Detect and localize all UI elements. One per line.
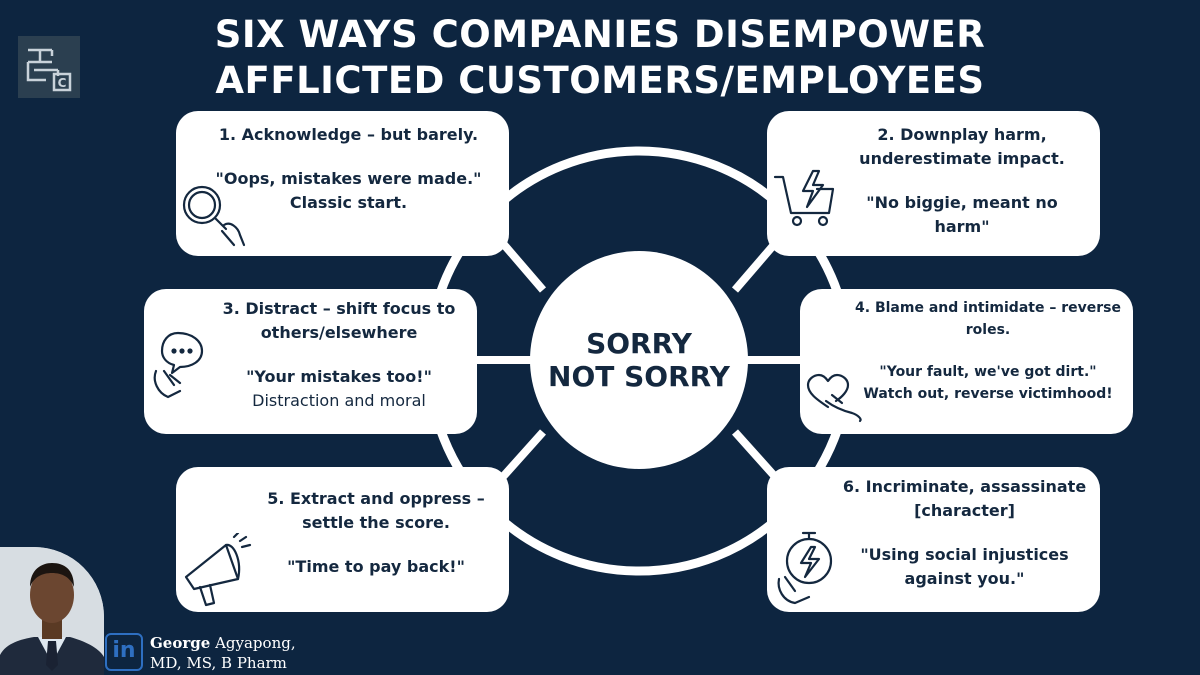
card-2-heading-2: underestimate impact. xyxy=(859,149,1065,168)
spoke-2 xyxy=(731,237,782,293)
card-5-heading-1: 5. Extract and oppress – xyxy=(267,489,485,508)
card-1: 1. Acknowledge – but barely. "Oops, mist… xyxy=(176,111,509,256)
linkedin-icon[interactable]: in xyxy=(105,633,143,671)
card-3-note: Distraction and moral xyxy=(252,391,426,410)
spoke-6 xyxy=(732,429,781,483)
hub-line-1: SORRY xyxy=(586,327,692,360)
chat-hand-icon xyxy=(153,331,204,399)
card-3: 3. Distract – shift focus to others/else… xyxy=(144,289,477,434)
card-2-heading-1: 2. Downplay harm, xyxy=(877,125,1047,144)
center-hub: SORRY NOT SORRY xyxy=(530,251,748,469)
card-1-note: Classic start. xyxy=(289,193,408,212)
page-title: SIX WAYS COMPANIES DISEMPOWER AFFLICTED … xyxy=(0,12,1200,104)
card-6-heading-2: [character] xyxy=(914,501,1015,520)
author-last-name: Agyapong, xyxy=(215,634,296,652)
cart-lightning-icon xyxy=(773,169,835,227)
title-line-2: AFFLICTED CUSTOMERS/EMPLOYEES xyxy=(215,59,985,102)
card-6-heading-1: 6. Incriminate, assassinate xyxy=(842,477,1087,496)
card-6: 6. Incriminate, assassinate [character] … xyxy=(767,467,1100,612)
hub-line-2: NOT SORRY xyxy=(548,360,730,393)
card-4-note: Watch out, reverse victimhood! xyxy=(863,386,1113,402)
card-3-heading-2: others/elsewhere xyxy=(260,323,418,342)
card-4: 4. Blame and intimidate – reverse roles.… xyxy=(800,289,1133,434)
card-6-quote-2: against you." xyxy=(904,569,1025,588)
stopwatch-lightning-icon xyxy=(777,531,833,605)
spoke-5 xyxy=(497,429,546,483)
author-credit: George Agyapong, MD, MS, B Pharm xyxy=(150,633,296,673)
author-credentials: MD, MS, B Pharm xyxy=(150,654,287,672)
card-2: 2. Downplay harm, underestimate impact. … xyxy=(767,111,1100,256)
svg-text:C: C xyxy=(58,76,67,90)
card-1-heading: 1. Acknowledge – but barely. xyxy=(218,125,479,144)
spoke-1 xyxy=(496,237,547,293)
circuit-logo-icon: C xyxy=(26,48,72,92)
card-5-quote: "Time to pay back!" xyxy=(287,557,465,576)
card-3-heading-1: 3. Distract – shift focus to xyxy=(222,299,456,318)
card-1-quote: "Oops, mistakes were made." xyxy=(215,169,482,188)
megaphone-icon xyxy=(184,533,252,607)
card-6-quote-1: "Using social injustices xyxy=(860,545,1069,564)
card-4-heading-1: 4. Blame and intimidate – reverse xyxy=(855,300,1121,316)
card-2-quote: "No biggie, meant no harm" xyxy=(866,193,1058,236)
title-line-1: SIX WAYS COMPANIES DISEMPOWER xyxy=(214,13,986,56)
portrait-image xyxy=(0,547,104,675)
card-4-heading-2: roles. xyxy=(965,322,1011,338)
author-photo xyxy=(0,547,104,675)
brand-logo: C xyxy=(18,36,80,98)
heart-hand-icon xyxy=(806,373,862,423)
card-4-quote: "Your fault, we've got dirt." xyxy=(879,364,1097,380)
card-5-heading-2: settle the score. xyxy=(302,513,450,532)
card-3-quote: "Your mistakes too!" xyxy=(246,367,432,386)
magnifier-hand-icon xyxy=(182,185,246,247)
author-first-name: George xyxy=(150,634,211,652)
card-5: 5. Extract and oppress – settle the scor… xyxy=(176,467,509,612)
